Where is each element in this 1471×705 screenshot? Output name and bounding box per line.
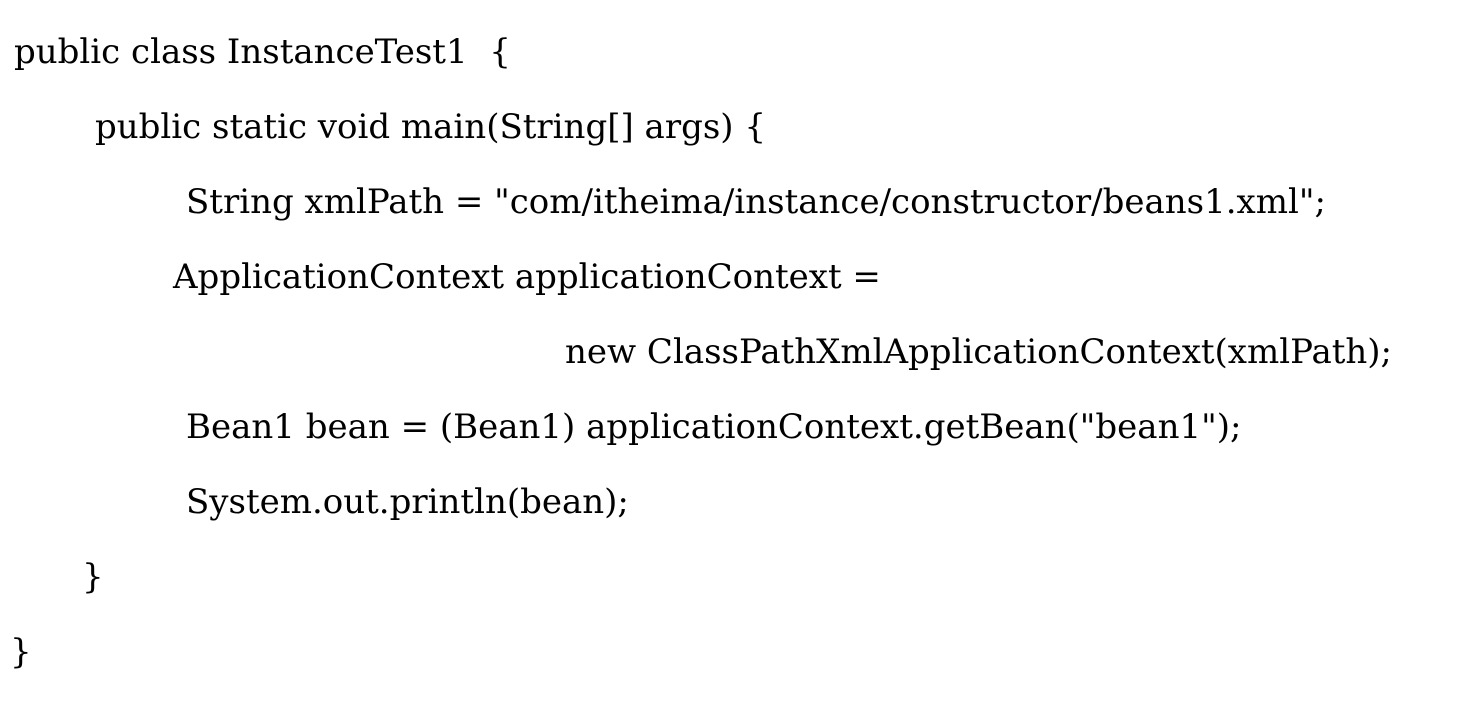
code-line-new-classpath-context: new ClassPathXmlApplicationContext(xmlPa… bbox=[565, 332, 1392, 372]
code-line-main-method: public static void main(String[] args) { bbox=[95, 107, 766, 147]
code-line-xmlpath: String xmlPath = "com/itheima/instance/c… bbox=[186, 182, 1326, 222]
code-line-println: System.out.println(bean); bbox=[186, 482, 629, 522]
code-line-class-declaration: public class InstanceTest1 { bbox=[14, 32, 511, 72]
code-line-close-brace-class: } bbox=[10, 632, 32, 672]
code-line-applicationcontext: ApplicationContext applicationContext = bbox=[173, 257, 881, 297]
code-line-getbean: Bean1 bean = (Bean1) applicationContext.… bbox=[186, 407, 1242, 447]
code-line-close-brace-method: } bbox=[82, 557, 104, 597]
